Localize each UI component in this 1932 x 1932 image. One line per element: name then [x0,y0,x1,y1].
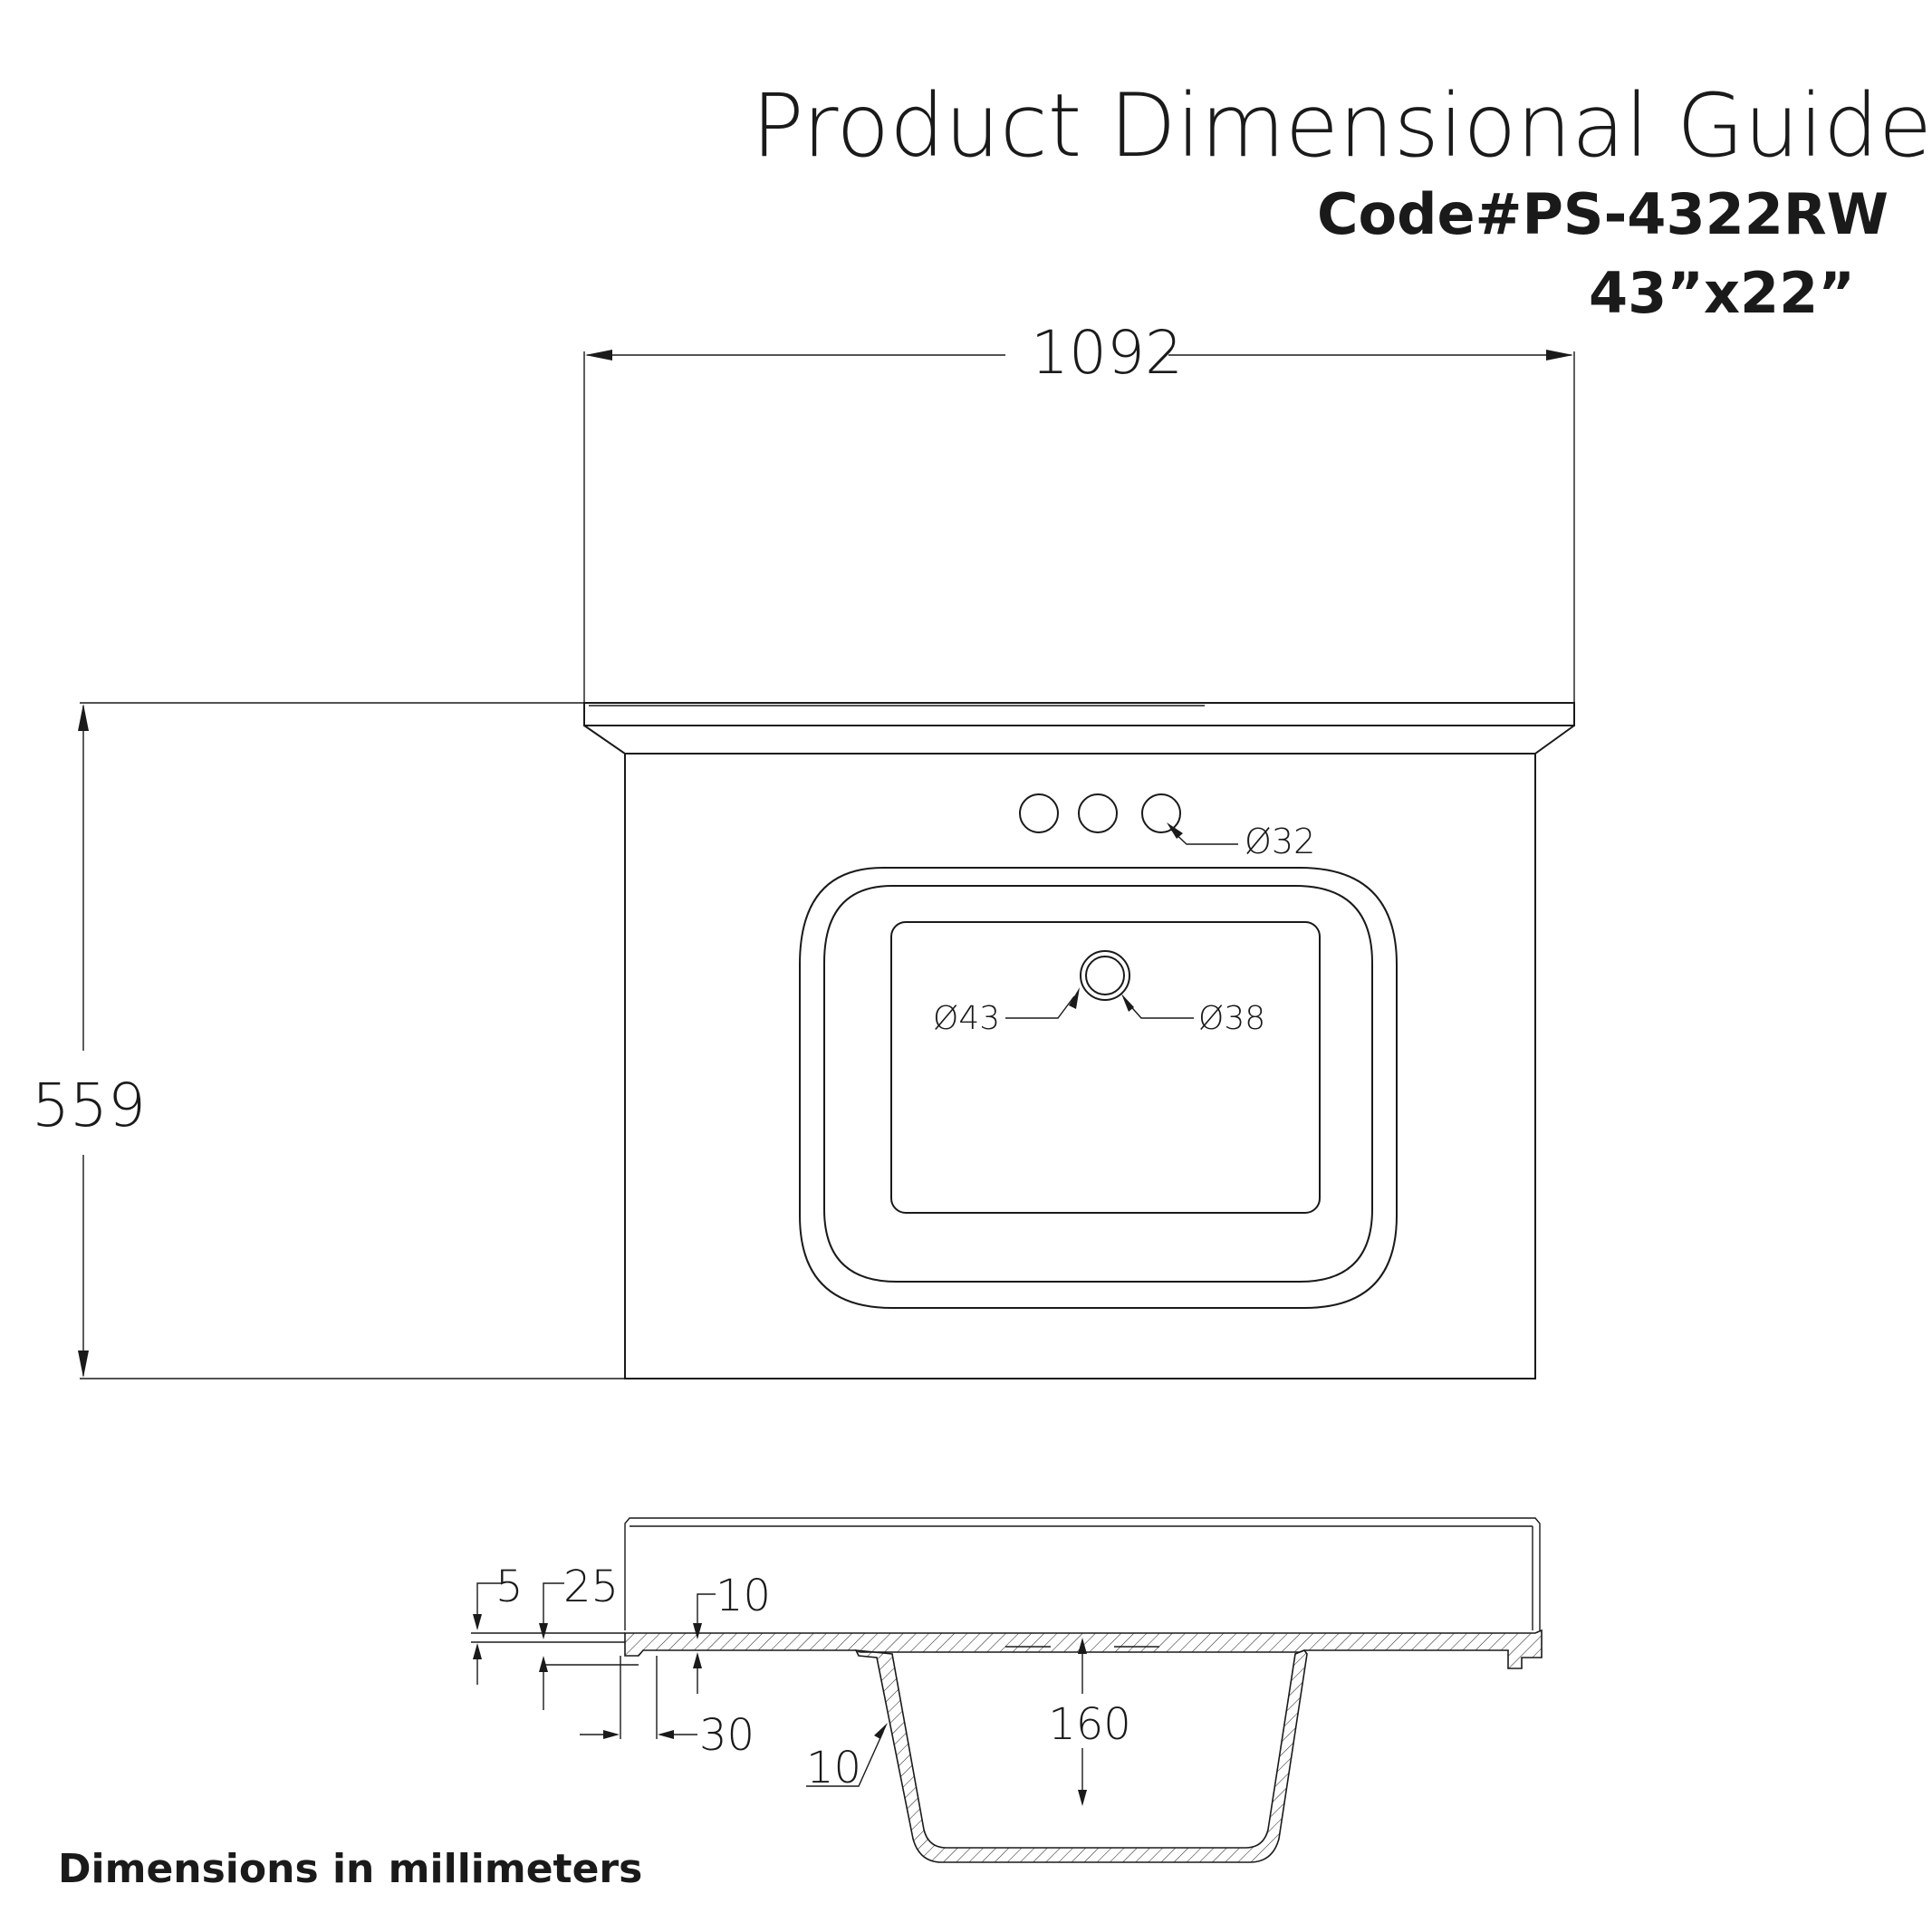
bowl-section [854,1649,1308,1863]
drain-outer-label: Ø43 [933,1000,1000,1037]
lip-dimension: 25 [539,1562,639,1710]
lip-label: 25 [563,1562,619,1612]
product-code: Code#PS-4322RW [1317,181,1889,247]
page-title: Product Dimensional Guide [752,75,1932,177]
wall-label: 10 [806,1743,861,1793]
drain-outer [1080,950,1130,1001]
width-dimension: 1092 [583,318,1575,705]
depth-label: 559 [32,1071,146,1140]
faucet-hole-left [1019,793,1059,833]
overhang-label: 30 [699,1710,755,1761]
width-label: 1092 [1031,318,1183,388]
basin [799,867,1398,1309]
top-view: 1092 559 Ø32 [32,318,1575,1379]
thickness-dimension: 10 [693,1571,771,1694]
edge-dimension: 5 [471,1562,625,1685]
depth-dimension: 559 [32,702,625,1379]
drain: Ø43 Ø38 [933,950,1265,1037]
overhang-dimension: 30 [580,1656,755,1761]
edge-label: 5 [495,1562,524,1612]
wall-dimension: 10 [806,1723,888,1793]
section-view: 5 25 10 30 [471,1517,1543,1863]
thickness-label: 10 [716,1571,771,1621]
product-size: 43”x22” [1589,260,1855,326]
faucet-hole-right [1141,793,1181,833]
faucet-hole-center [1078,793,1118,833]
faucet-holes: Ø32 [1019,793,1315,861]
units-note: Dimensions in millimeters [58,1846,642,1892]
bowl-depth-label: 160 [1048,1699,1131,1750]
bowl-depth-dimension: 160 [1048,1638,1131,1806]
faucet-hole-label: Ø32 [1245,822,1315,861]
drain-inner [1085,956,1125,995]
backsplash-outline [624,1517,1541,1630]
drain-inner-label: Ø38 [1198,1000,1265,1037]
countertop-outline [583,702,1575,1379]
